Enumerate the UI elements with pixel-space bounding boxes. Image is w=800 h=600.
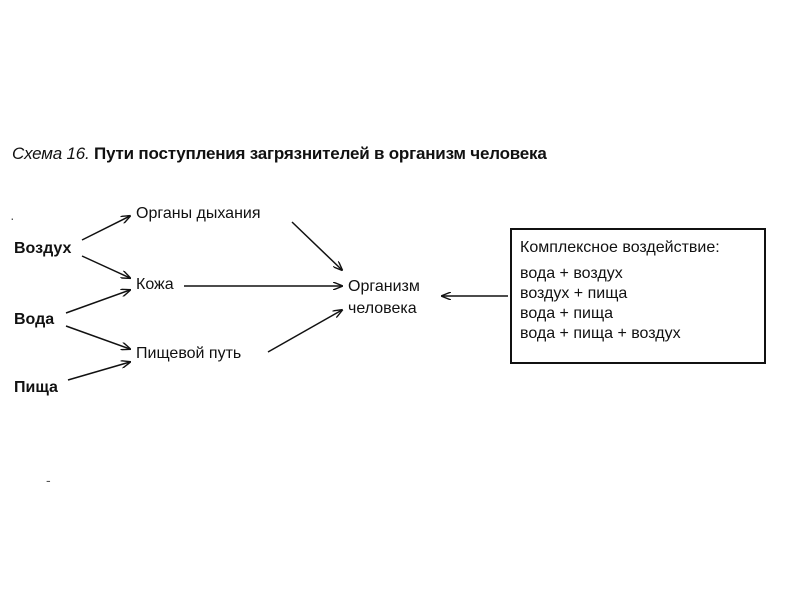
route-respiratory: Органы дыхания	[136, 205, 261, 222]
target-line-2: человека	[348, 300, 417, 317]
caption-title: Пути поступления загрязнителей в организ…	[94, 144, 547, 163]
source-food: Пища	[14, 379, 58, 396]
arrow-water-to-digestive	[65, 325, 130, 349]
arrow-air-to-skin	[81, 255, 130, 278]
arrow-food-to-digestive	[67, 362, 130, 381]
complex-exposure-item: воздух + пища	[520, 285, 628, 302]
source-water: Вода	[14, 311, 55, 328]
target-line-1: Организм	[348, 278, 420, 295]
caption-lead: Схема 16.	[12, 144, 90, 163]
arrow-digestive-to-target	[267, 310, 342, 353]
arrow-air-to-respiratory	[81, 216, 130, 241]
complex-exposure-box: Комплексное воздействие: вода + воздух в…	[510, 228, 766, 364]
scan-mark: ·	[10, 210, 15, 226]
scan-mark: -	[46, 472, 51, 488]
complex-exposure-title: Комплексное воздействие:	[520, 239, 720, 256]
diagram-caption: Схема 16. Пути поступления загрязнителей…	[12, 144, 547, 164]
arrow-respiratory-to-target	[291, 221, 342, 270]
route-digestive: Пищевой путь	[136, 345, 242, 362]
route-skin: Кожа	[136, 276, 174, 293]
complex-exposure-item: вода + пища + воздух	[520, 325, 681, 342]
complex-exposure-item: вода + воздух	[520, 265, 623, 282]
complex-exposure-item: вода + пища	[520, 305, 613, 322]
source-air: Воздух	[14, 240, 72, 257]
arrow-water-to-skin	[65, 290, 130, 314]
